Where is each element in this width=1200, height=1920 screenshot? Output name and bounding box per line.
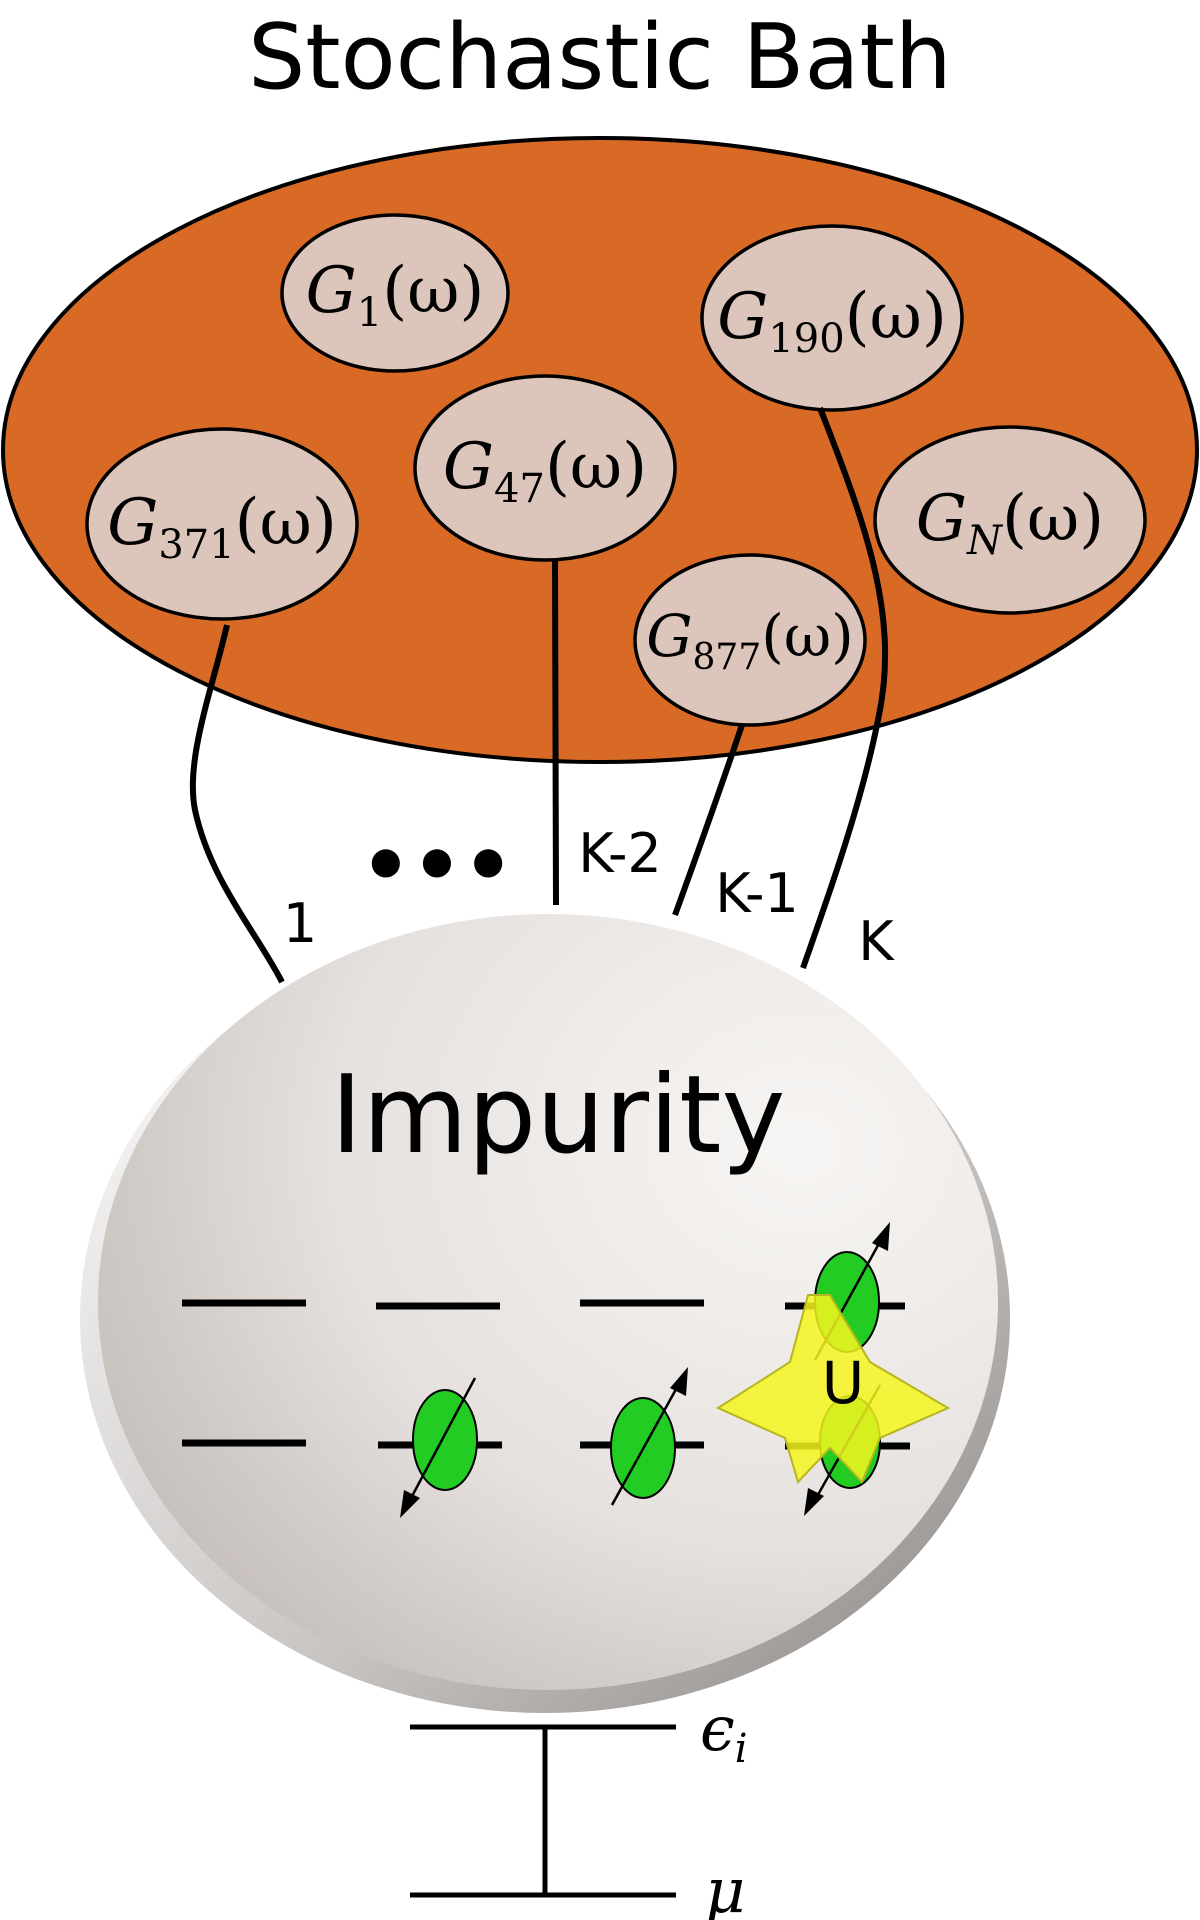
level-label-mu: μ bbox=[705, 1854, 745, 1920]
spin-up-icon bbox=[610, 1367, 688, 1506]
bubble-g47: G47(ω) bbox=[413, 374, 677, 562]
svg-text:G877(ω): G877(ω) bbox=[646, 602, 854, 678]
connection-label-k1: K-1 bbox=[715, 862, 799, 925]
level-label-epsilon: ϵi bbox=[700, 1692, 748, 1772]
svg-text:G47(ω): G47(ω) bbox=[443, 430, 647, 512]
bubble-g371: G371(ω) bbox=[85, 427, 359, 621]
bubble-g1: G1(ω) bbox=[280, 213, 510, 373]
impurity bbox=[98, 914, 998, 1690]
energy-level-diagram bbox=[410, 1724, 676, 1898]
interaction-star-icon: U bbox=[715, 1294, 951, 1484]
connection-label-1: 1 bbox=[283, 892, 317, 955]
svg-text:G371(ω): G371(ω) bbox=[107, 486, 337, 568]
connection-label-k: K bbox=[858, 910, 895, 973]
diagram-title: Stochastic Bath bbox=[248, 5, 952, 110]
bubble-g190: G190(ω) bbox=[700, 224, 964, 412]
connection-label-k2: K-2 bbox=[578, 822, 662, 885]
svg-text:G1(ω): G1(ω) bbox=[306, 254, 485, 336]
svg-text:G190(ω): G190(ω) bbox=[717, 280, 947, 362]
interaction-label: U bbox=[822, 1349, 864, 1417]
svg-text:GN(ω): GN(ω) bbox=[916, 482, 1104, 564]
coupling-line-k bbox=[800, 406, 889, 969]
coupling-line-k1 bbox=[672, 724, 745, 917]
spin-down-icon bbox=[400, 1377, 478, 1518]
bubble-g877: G877(ω) bbox=[633, 553, 867, 727]
ellipsis-dots: ••• bbox=[360, 819, 513, 912]
coupling-line-1 bbox=[189, 624, 285, 984]
coupling-line-k2 bbox=[552, 559, 559, 906]
bubble-gn: GN(ω) bbox=[873, 425, 1147, 615]
impurity-label: Impurity bbox=[331, 1053, 786, 1178]
